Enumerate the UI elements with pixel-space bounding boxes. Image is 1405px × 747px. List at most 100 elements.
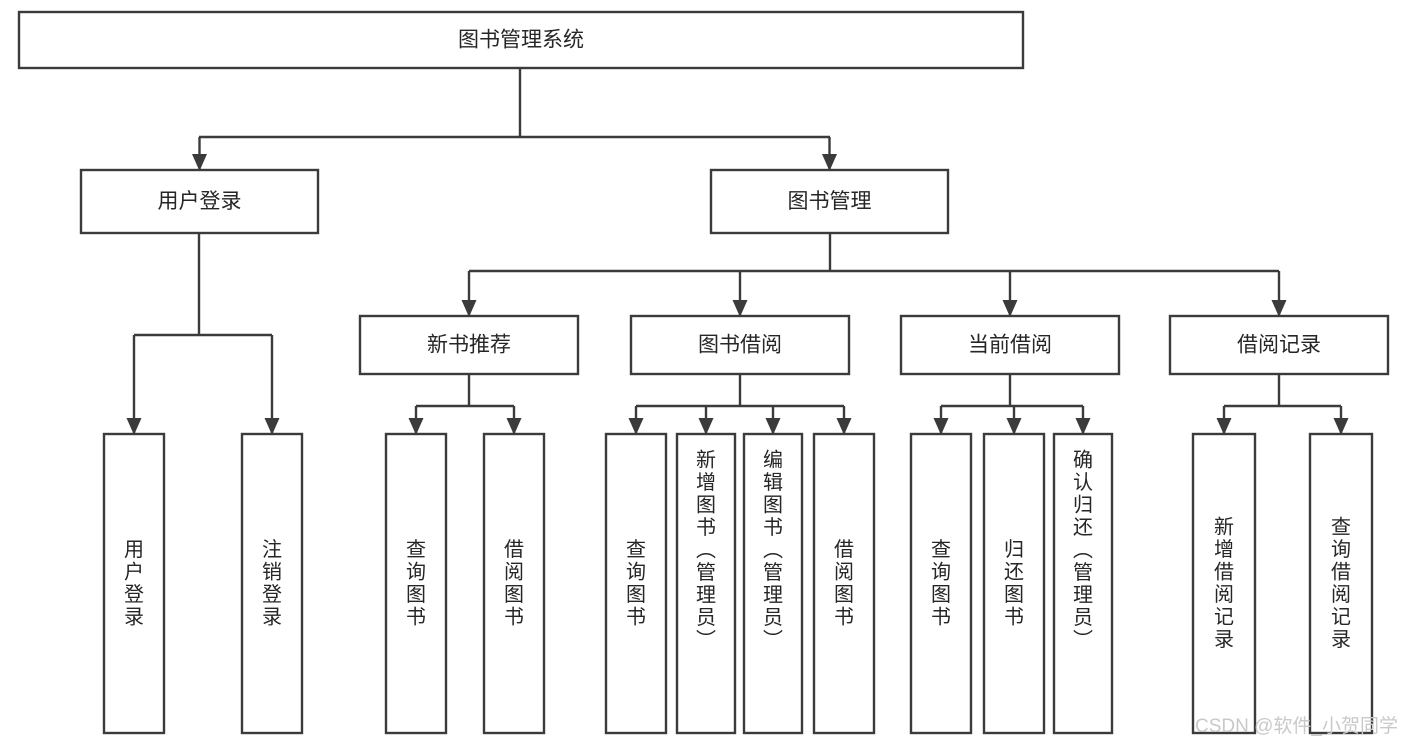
node-label: 借阅图书	[834, 538, 854, 629]
node-box[interactable]	[675, 432, 737, 735]
node-borrow-record[interactable]: 借阅记录	[1168, 314, 1390, 376]
node-box[interactable]	[1191, 432, 1257, 735]
arrow-head-icon	[836, 418, 852, 435]
node-box[interactable]	[17, 10, 1025, 70]
node-box[interactable]	[812, 432, 876, 735]
arrow-head-icon	[408, 418, 424, 435]
watermark-label: CSDN @软件_小贺同学	[1195, 715, 1398, 737]
node-label: 新增图书︵管理员︶	[696, 449, 716, 652]
node-box[interactable]	[240, 432, 304, 735]
node-book-borrow[interactable]: 图书借阅	[629, 314, 851, 376]
node-label: 查询借阅记录	[1331, 516, 1351, 652]
nodes-layer: 图书管理系统用户登录图书管理新书推荐图书借阅当前借阅借阅记录用户登录注销登录查询…	[17, 10, 1390, 735]
node-box[interactable]	[909, 432, 973, 735]
node-label: 归还图书	[1004, 538, 1024, 629]
node-leaf-query-book-recommend[interactable]: 查询图书	[384, 432, 448, 735]
node-box[interactable]	[1052, 432, 1114, 735]
node-leaf-add-borrow-record[interactable]: 新增借阅记录	[1191, 432, 1257, 735]
arrow-head-icon	[264, 418, 280, 435]
node-leaf-return-book[interactable]: 归还图书	[982, 432, 1046, 735]
node-leaf-query-book-borrow[interactable]: 查询图书	[604, 432, 668, 735]
node-current-borrow[interactable]: 当前借阅	[899, 314, 1121, 376]
node-leaf-user-login[interactable]: 用户登录	[102, 432, 166, 735]
node-book-management[interactable]: 图书管理	[709, 168, 950, 235]
connector-drop-borrow-record	[1271, 271, 1287, 317]
arrow-head-icon	[822, 154, 837, 171]
connector-group-bar-borrow-record	[1224, 374, 1341, 408]
connector-drop-leaf-add-borrow-record	[1216, 406, 1232, 435]
node-box[interactable]	[79, 168, 320, 235]
connector-drop-new-book-recommend	[461, 271, 477, 317]
connector-drop-leaf-query-book-borrow	[628, 406, 644, 435]
connector-group-bar-current-borrow	[941, 374, 1083, 408]
node-leaf-borrow-book-recommend[interactable]: 借阅图书	[482, 432, 546, 735]
connector-group-bar-root	[199, 68, 830, 139]
arrow-head-icon	[1006, 418, 1022, 435]
node-leaf-edit-book-admin[interactable]: 编辑图书︵管理员︶	[742, 432, 804, 735]
node-leaf-confirm-return-admin[interactable]: 确认归还︵管理员︶	[1052, 432, 1114, 735]
arrow-head-icon	[126, 418, 142, 435]
connector-group-bar-new-book-recommend	[416, 374, 514, 408]
node-leaf-borrow-book[interactable]: 借阅图书	[812, 432, 876, 735]
node-leaf-logout-login[interactable]: 注销登录	[240, 432, 304, 735]
connector-drop-leaf-user-login	[126, 335, 142, 435]
node-leaf-query-book-current[interactable]: 查询图书	[909, 432, 973, 735]
node-label: 查询图书	[931, 538, 951, 629]
connector-drop-user-login	[192, 137, 207, 171]
node-box[interactable]	[604, 432, 668, 735]
connector-drop-leaf-query-borrow-record	[1333, 406, 1349, 435]
node-label: 新书推荐	[427, 334, 511, 357]
connector-drop-current-borrow	[1002, 271, 1018, 317]
node-box[interactable]	[1308, 432, 1374, 735]
connector-drop-leaf-query-book-recommend	[408, 406, 424, 435]
node-label: 查询图书	[626, 538, 646, 629]
connector-group-bar-book-borrow	[636, 374, 844, 408]
node-leaf-query-borrow-record[interactable]: 查询借阅记录	[1308, 432, 1374, 735]
node-box[interactable]	[384, 432, 448, 735]
connector-drop-leaf-borrow-book-recommend	[506, 406, 522, 435]
arrow-head-icon	[1075, 418, 1091, 435]
node-new-book-recommend[interactable]: 新书推荐	[358, 314, 580, 376]
connector-drop-leaf-edit-book-admin	[765, 406, 781, 435]
node-box[interactable]	[899, 314, 1121, 376]
node-label: 借阅图书	[504, 538, 524, 629]
node-label: 编辑图书︵管理员︶	[763, 449, 783, 652]
node-box[interactable]	[709, 168, 950, 235]
node-label: 注销登录	[262, 538, 282, 629]
node-box[interactable]	[742, 432, 804, 735]
node-box[interactable]	[982, 432, 1046, 735]
arrow-head-icon	[461, 300, 477, 317]
node-leaf-add-book-admin[interactable]: 新增图书︵管理员︶	[675, 432, 737, 735]
arrow-head-icon	[1216, 418, 1232, 435]
connector-drop-leaf-query-book-current	[933, 406, 949, 435]
node-label: 新增借阅记录	[1214, 516, 1234, 652]
connector-drop-leaf-logout-login	[264, 335, 280, 435]
connector-drop-leaf-confirm-return-admin	[1075, 406, 1091, 435]
node-box[interactable]	[482, 432, 546, 735]
node-label: 借阅记录	[1237, 334, 1321, 357]
arrow-head-icon	[732, 300, 748, 317]
connectors-layer	[126, 68, 1349, 435]
node-box[interactable]	[358, 314, 580, 376]
connector-drop-leaf-borrow-book	[836, 406, 852, 435]
connector-group-bar-book-management	[469, 233, 1279, 273]
connector-group-bar-user-login	[134, 233, 272, 337]
node-root[interactable]: 图书管理系统	[17, 10, 1025, 70]
arrow-head-icon	[698, 418, 714, 435]
node-label: 查询图书	[406, 538, 426, 629]
node-box[interactable]	[1168, 314, 1390, 376]
arrow-head-icon	[1271, 300, 1287, 317]
arrow-head-icon	[1002, 300, 1018, 317]
node-user-login[interactable]: 用户登录	[79, 168, 320, 235]
arrow-head-icon	[1333, 418, 1349, 435]
arrow-head-icon	[933, 418, 949, 435]
connector-drop-book-management	[822, 137, 837, 171]
node-box[interactable]	[102, 432, 166, 735]
connector-drop-leaf-return-book	[1006, 406, 1022, 435]
connector-drop-leaf-add-book-admin	[698, 406, 714, 435]
node-label: 当前借阅	[968, 334, 1052, 357]
arrow-head-icon	[628, 418, 644, 435]
node-box[interactable]	[629, 314, 851, 376]
